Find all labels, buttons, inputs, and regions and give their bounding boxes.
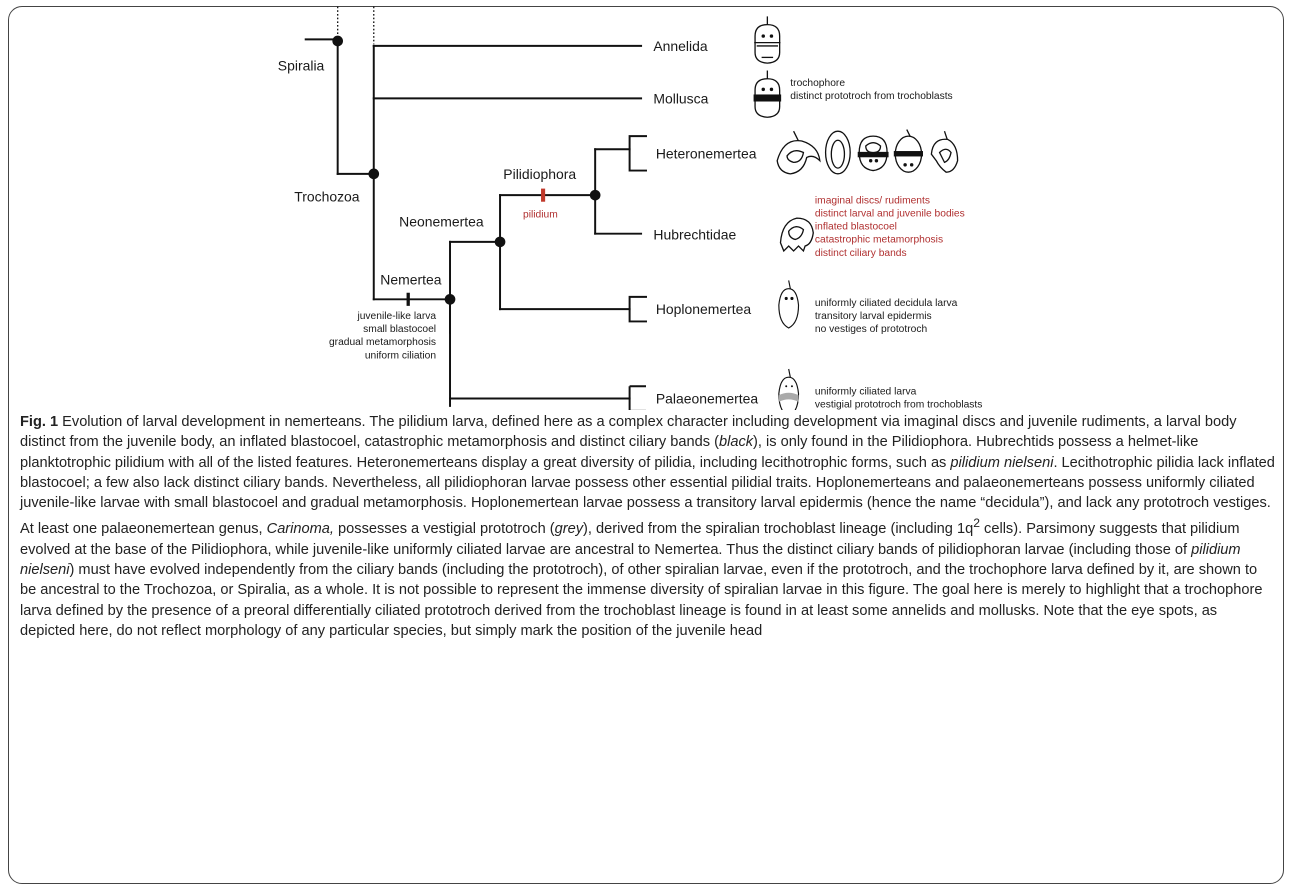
hoplo-trait: uniformly ciliated decidula larva — [815, 298, 958, 309]
phylogenetic-tree-lower — [0, 0, 1292, 410]
hoplo-trait: no vestiges of prototroch — [815, 324, 928, 335]
clade-label-nemertea: Nemertea — [380, 272, 441, 288]
apomorphy-tick-nemertea — [406, 292, 410, 306]
node-pilidiophora — [589, 189, 601, 201]
clade-label-pilidiophora: Pilidiophora — [503, 166, 576, 182]
pilidium-trait: catastrophic metamorphosis — [815, 235, 943, 246]
node-spiralia — [332, 35, 344, 47]
pilidium-trait: distinct ciliary bands — [815, 248, 907, 259]
apomorphy-tick-pilidium — [541, 188, 546, 202]
figure-label: Fig. 1 — [20, 414, 59, 430]
nemertea-trait: uniform ciliation — [365, 350, 437, 361]
fork-heteronemertea — [628, 135, 647, 172]
taxon-palaeonemertea: Palaeonemertea — [656, 390, 759, 406]
fork-hoplonemertea — [628, 295, 647, 323]
trochophore-trait: distinct prototroch from trochoblasts — [790, 91, 952, 102]
decidula-larva-icon — [778, 280, 800, 329]
node-trochozoa — [368, 168, 380, 180]
figure-caption: Fig. 1 Evolution of larval development i… — [20, 414, 1275, 639]
palaeo-trait: uniformly ciliated larva — [815, 386, 917, 397]
mollusc-larva-icon — [753, 70, 782, 118]
clade-label-trochozoa: Trochozoa — [294, 189, 360, 205]
nemertea-trait: juvenile-like larva — [356, 311, 436, 322]
taxon-heteronemertea: Heteronemertea — [656, 145, 757, 161]
taxon-mollusca: Mollusca — [653, 90, 708, 106]
palaeo-trait: vestigial prototroch from trochoblasts — [815, 400, 983, 410]
annelid-larva-icon — [754, 16, 781, 64]
node-neonemertea — [494, 236, 506, 248]
nemertea-trait: gradual metamorphosis — [329, 337, 436, 348]
fork-palaeonemertea — [628, 385, 646, 410]
hoplo-trait: transitory larval epidermis — [815, 311, 932, 322]
clade-label-spiralia: Spiralia — [278, 58, 325, 74]
pilidium-trait: distinct larval and juvenile bodies — [815, 208, 965, 219]
palaeonemertean-larva-icon — [778, 368, 800, 410]
phylogenetic-tree: Spiralia Trochozoa Neonemertea Pilidioph… — [278, 6, 983, 410]
clade-label-neonemertea: Neonemertea — [399, 213, 484, 229]
hubrechtid-pilidium-icon — [779, 217, 814, 253]
taxon-annelida: Annelida — [653, 38, 707, 54]
pilidium-trait: imaginal discs/ rudiments — [815, 195, 930, 206]
taxon-hubrechtidae: Hubrechtidae — [653, 226, 736, 242]
trochophore-trait: trochophore — [790, 78, 845, 89]
node-nemertea — [444, 293, 456, 305]
pilidium-larvae-icons — [776, 129, 959, 175]
pilidium-label: pilidium — [523, 209, 558, 220]
nemertea-trait: small blastocoel — [363, 324, 436, 335]
pilidium-trait: inflated blastocoel — [815, 222, 897, 233]
taxon-hoplonemertea: Hoplonemertea — [656, 301, 752, 317]
figure-frame — [8, 6, 1284, 884]
